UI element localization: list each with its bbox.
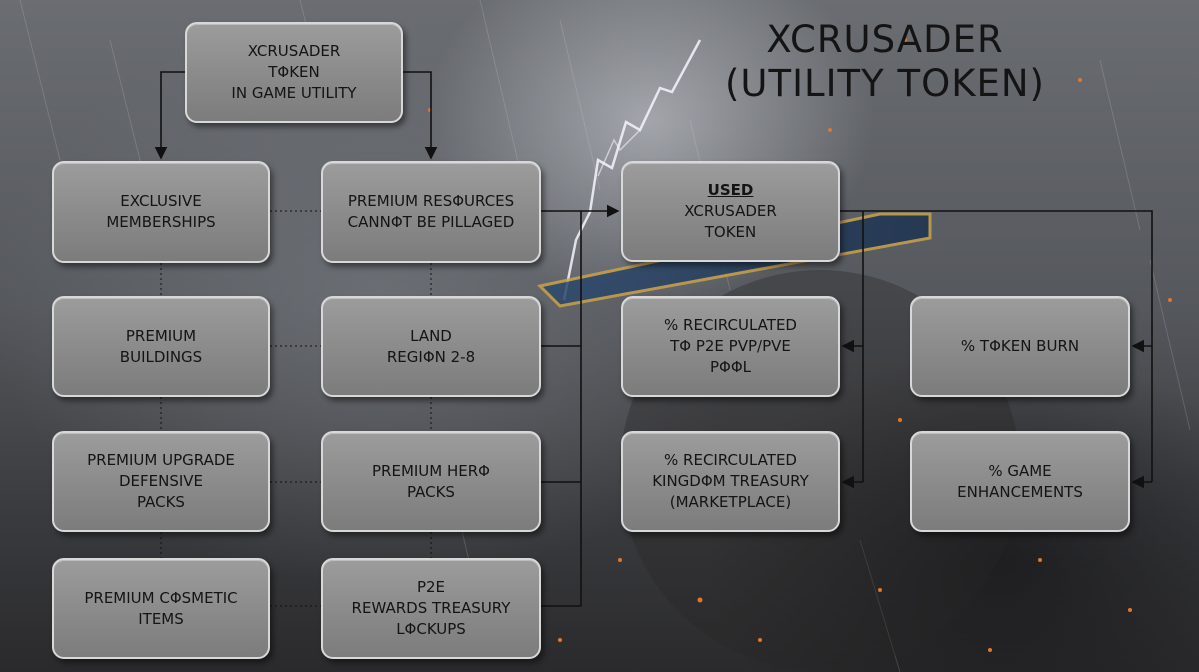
- diagram-title: XCRUSADER (UTILITY TOKEN): [690, 18, 1080, 106]
- recirculated-kingdom-box: % RECIRCULATED KINGDΦM TREASURY (MARKETP…: [621, 431, 840, 532]
- box-line: ENHANCEMENTS: [957, 482, 1083, 501]
- box-line: PACKS: [407, 482, 455, 501]
- box-line: % RECIRCULATED: [664, 316, 797, 334]
- premium-cosmetic-box: PREMIUM CΦSMETIC ITEMS: [52, 558, 270, 659]
- box-line: P2E: [416, 578, 446, 596]
- premium-resources-box: PREMIUM RESΦURCES CANNΦT BE PILLAGED: [321, 161, 541, 263]
- box-line: REGIΦN 2-8: [386, 347, 476, 366]
- recirculated-p2e-box: % RECIRCULATED TΦ P2E PVP/PVE PΦΦL: [621, 296, 840, 397]
- box-line: CANNΦT BE PILLAGED: [347, 213, 515, 231]
- premium-hero-box: PREMIUM HERΦ PACKS: [321, 431, 541, 532]
- box-line: BUILDINGS: [119, 347, 203, 366]
- box-line: LΦCKUPS: [396, 620, 466, 638]
- lightning-branch: [597, 129, 641, 177]
- box-line: XCRUSADER: [684, 202, 777, 220]
- box-line: XCRUSADER: [247, 42, 341, 60]
- box-line: PREMIUM HERΦ: [372, 461, 490, 480]
- box-line-underlined: USED: [707, 181, 754, 199]
- box-line: % TΦKEN BURN: [960, 337, 1080, 355]
- title-line-1: XCRUSADER: [766, 18, 1004, 61]
- game-enhancements-box: % GAME ENHANCEMENTS: [910, 431, 1130, 532]
- box-line: PREMIUM RESΦURCES: [347, 192, 515, 210]
- root-token-box: XCRUSADER TΦKEN IN GAME UTILITY: [185, 22, 403, 123]
- box-line: PΦΦL: [709, 358, 751, 376]
- box-line: PREMIUM UPGRADE: [87, 451, 235, 469]
- box-line: REWARDS TREASURY: [351, 599, 511, 617]
- used-token-box: USED XCRUSADER TOKEN: [621, 161, 840, 262]
- box-line: % GAME: [988, 461, 1052, 480]
- token-burn-box: % TΦKEN BURN: [910, 296, 1130, 397]
- box-line: PREMIUM: [125, 326, 197, 345]
- box-line: ITEMS: [138, 609, 184, 628]
- title-line-2: (UTILITY TOKEN): [725, 62, 1045, 105]
- box-line: KINGDΦM TREASURY: [652, 472, 809, 490]
- p2e-rewards-box: P2E REWARDS TREASURY LΦCKUPS: [321, 558, 541, 659]
- premium-buildings-box: PREMIUM BUILDINGS: [52, 296, 270, 397]
- box-line: TOKEN: [704, 223, 757, 241]
- exclusive-memberships-box: EXCLUSIVE MEMBERSHIPS: [52, 161, 270, 263]
- box-line: TΦ P2E PVP/PVE: [670, 337, 791, 355]
- box-line: EXCLUSIVE: [120, 192, 202, 210]
- premium-upgrade-box: PREMIUM UPGRADE DEFENSIVE PACKS: [52, 431, 270, 532]
- box-line: LAND: [410, 326, 452, 345]
- land-region-box: LAND REGIΦN 2-8: [321, 296, 541, 397]
- box-line: MEMBERSHIPS: [106, 213, 216, 231]
- box-line: TΦKEN: [268, 63, 320, 81]
- lightning-bolt: [562, 39, 702, 301]
- box-line: (MARKETPLACE): [669, 493, 792, 511]
- box-line: DEFENSIVE: [118, 472, 204, 490]
- box-line: % RECIRCULATED: [664, 451, 797, 469]
- box-line: IN GAME UTILITY: [231, 84, 357, 102]
- box-line: PACKS: [137, 493, 185, 511]
- box-line: PREMIUM CΦSMETIC: [84, 588, 238, 607]
